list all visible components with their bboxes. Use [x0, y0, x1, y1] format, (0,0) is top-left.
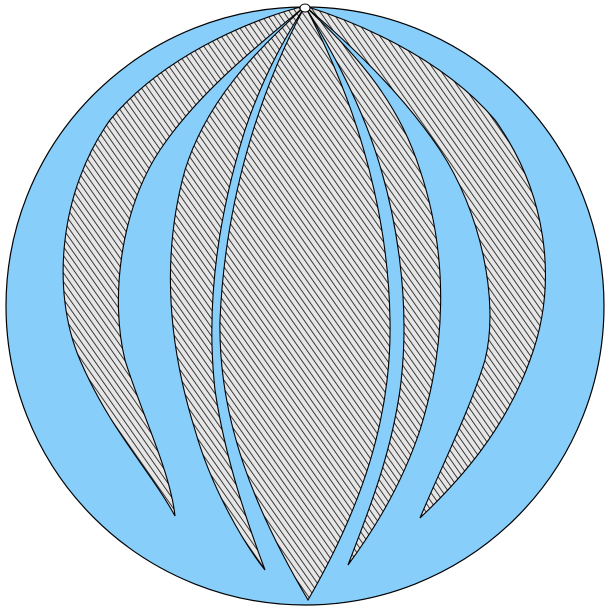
apex-marker [300, 4, 310, 12]
